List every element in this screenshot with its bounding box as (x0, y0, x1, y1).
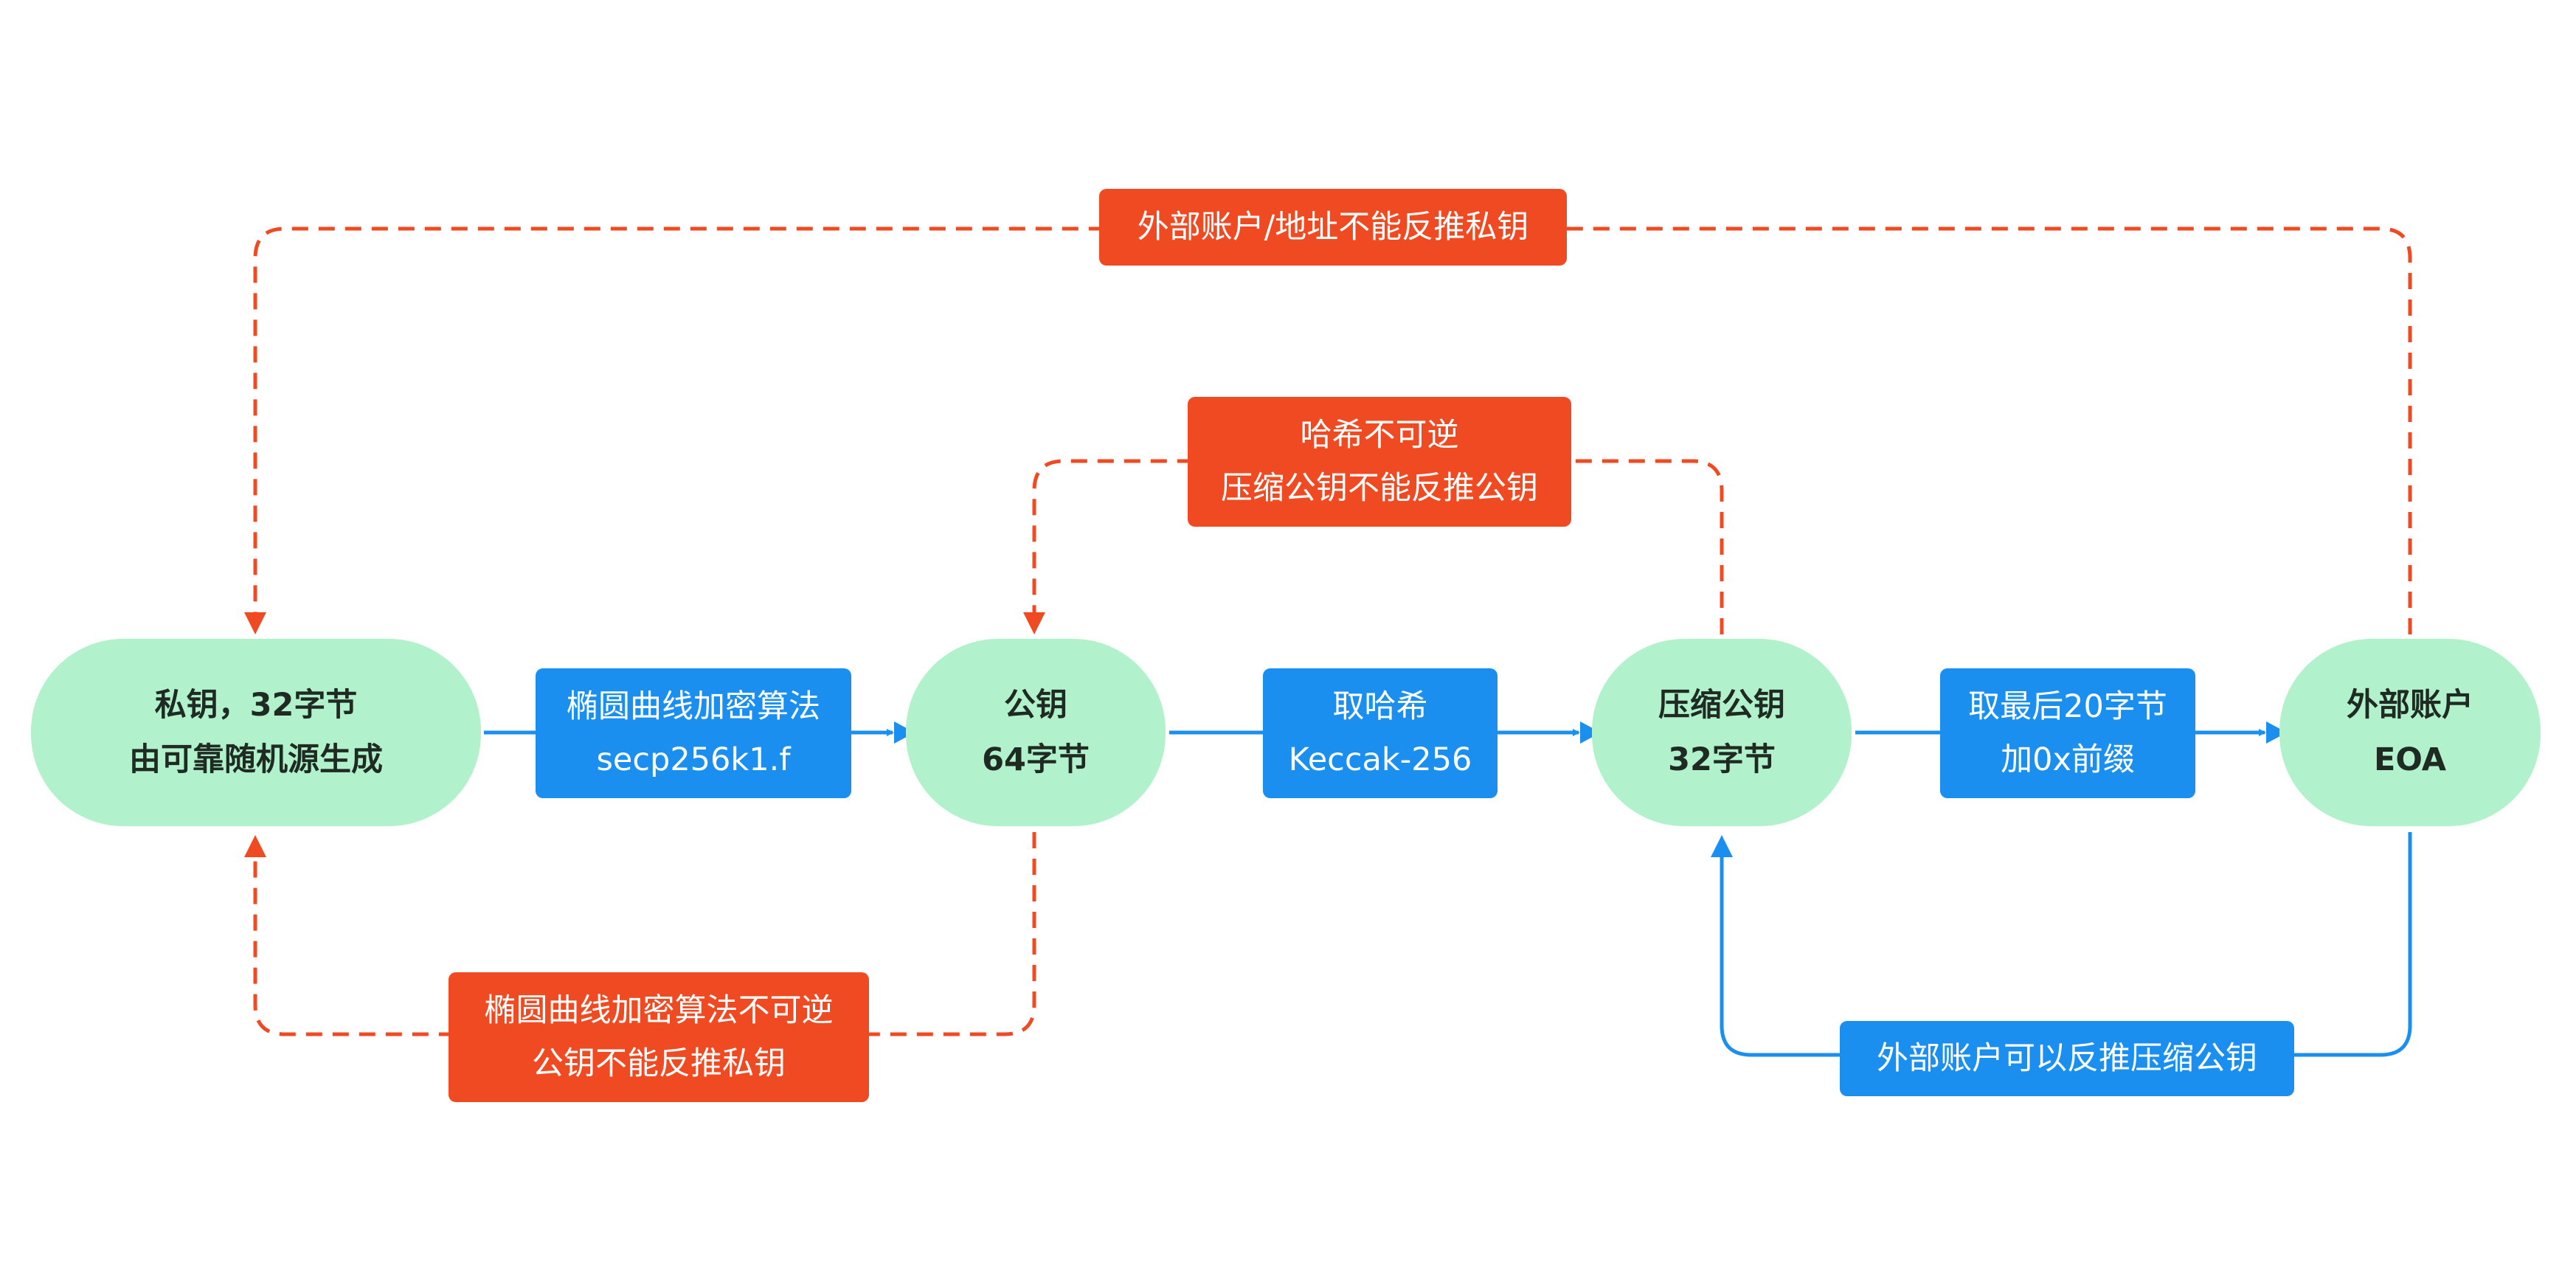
eoa-node: 外部账户 EOA (2279, 639, 2541, 826)
step-take20-name: 取最后20字节 (1968, 688, 2167, 725)
note-eoa-to-compressed-text: 外部账户可以反推压缩公钥 (1877, 1040, 2257, 1077)
compressed-key-title: 压缩公钥 (1658, 687, 1785, 724)
step-ecc-curve: secp256k1.f (596, 741, 791, 778)
step-ecc-label: 椭圆曲线加密算法 secp256k1.f (536, 668, 851, 798)
arrowhead-public-down (1023, 612, 1045, 634)
note-eoa-to-private: 外部账户/地址不能反推私钥 (1099, 189, 1567, 266)
step-take20-label: 取最后20字节 加0x前缀 (1940, 668, 2195, 798)
step-ecc-name: 椭圆曲线加密算法 (567, 688, 820, 725)
arrowhead-compressed-up (1711, 835, 1733, 857)
note-hash-irreversible-title: 哈希不可逆 (1300, 417, 1459, 454)
note-eoa-to-compressed: 外部账户可以反推压缩公钥 (1840, 1021, 2294, 1096)
eoa-abbr: EOA (2373, 741, 2447, 778)
note-ecc-irreversible-title: 椭圆曲线加密算法不可逆 (484, 992, 834, 1029)
note-hash-irreversible-detail: 压缩公钥不能反推公钥 (1221, 470, 1538, 507)
arrowhead-private-down (244, 612, 266, 634)
public-key-size: 64字节 (982, 741, 1090, 778)
compressed-key-size: 32字节 (1668, 741, 1776, 778)
note-ecc-irreversible-detail: 公钥不能反推私钥 (532, 1045, 786, 1082)
step-hash-name: 取哈希 (1332, 688, 1428, 725)
arrowhead-eoa (2266, 721, 2287, 744)
eoa-title: 外部账户 (2347, 687, 2473, 724)
private-key-subtitle: 由可靠随机源生成 (129, 741, 383, 778)
private-key-title: 私钥，32字节 (154, 687, 358, 724)
public-key-title: 公钥 (1004, 687, 1067, 724)
step-hash-label: 取哈希 Keccak-256 (1263, 668, 1498, 798)
note-hash-irreversible: 哈希不可逆 压缩公钥不能反推公钥 (1188, 397, 1571, 527)
note-ecc-irreversible: 椭圆曲线加密算法不可逆 公钥不能反推私钥 (449, 972, 869, 1102)
step-take20-prefix: 加0x前缀 (2001, 741, 2135, 778)
arrowhead-compressed (1580, 721, 1601, 744)
arrowhead-public (894, 721, 915, 744)
arrowhead-private-up (244, 835, 266, 857)
step-hash-algo: Keccak-256 (1288, 741, 1472, 778)
private-key-node: 私钥，32字节 由可靠随机源生成 (31, 639, 481, 826)
public-key-node: 公钥 64字节 (906, 639, 1166, 826)
note-eoa-to-private-text: 外部账户/地址不能反推私钥 (1137, 209, 1529, 246)
arrowheads (244, 612, 2287, 857)
compressed-key-node: 压缩公钥 32字节 (1592, 639, 1852, 826)
